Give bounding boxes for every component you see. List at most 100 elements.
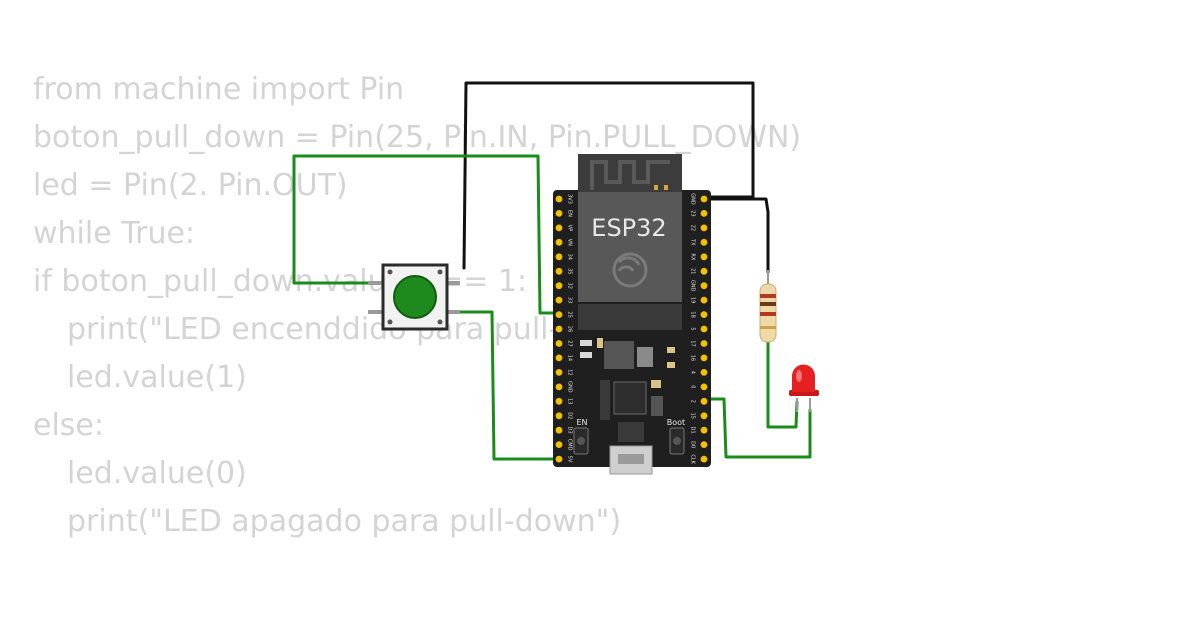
left-pin-pad <box>555 441 563 448</box>
left-pin-label: 27 <box>567 340 573 346</box>
right-pin-label: D0 <box>690 441 696 448</box>
code-line: boton_pull_down = Pin(25, Pin.IN, Pin.PU… <box>33 120 802 155</box>
right-pin-label: 0 <box>690 385 696 388</box>
right-pin-pad <box>700 325 708 333</box>
left-pin-label: 35 <box>567 268 573 274</box>
resistor-band-1 <box>760 294 776 298</box>
right-pin-label: 19 <box>690 297 696 303</box>
right-pin-pad <box>700 210 708 217</box>
wire-resistor-to-led <box>766 336 799 429</box>
left-pin-label: EN <box>567 210 573 217</box>
left-pin-pad <box>555 282 563 290</box>
left-pin-label: 13 <box>567 398 573 404</box>
code-listing: from machine import Pin boton_pull_down =… <box>33 66 801 546</box>
left-pin-pad <box>555 455 563 463</box>
resistor-band-4 <box>760 326 776 329</box>
wire-pin25-to-button <box>292 154 561 315</box>
left-pin-label: D3 <box>567 427 573 434</box>
left-pin-pad <box>555 354 563 362</box>
boot-button-label: Boot <box>667 418 685 427</box>
right-pin-pad <box>700 426 708 434</box>
left-pin-label: 34 <box>567 254 573 260</box>
right-pin-pad <box>700 441 708 448</box>
wire-button-to-5v <box>456 310 561 461</box>
button-cap[interactable] <box>393 275 437 319</box>
wire-gnd-to-resistor <box>702 197 770 274</box>
left-pin-label: VP <box>567 225 573 231</box>
right-pin-pad <box>700 253 708 261</box>
led-dome <box>792 364 815 392</box>
right-pin-pad <box>700 267 708 275</box>
left-pin-pad <box>555 238 563 246</box>
right-pin-label: GND <box>690 280 696 292</box>
resistor-band-2 <box>760 302 776 306</box>
right-pin-pad <box>700 383 708 391</box>
left-pin-pad <box>555 412 563 420</box>
code-line: print("LED apagado para pull-down") <box>67 504 622 539</box>
right-pin-pad <box>700 224 708 232</box>
right-pin-label: 17 <box>690 340 696 346</box>
left-pin-pad <box>555 397 563 405</box>
right-pin-pad <box>700 238 708 246</box>
right-pin-label: 5 <box>690 327 696 330</box>
red-led <box>789 364 819 412</box>
right-pin-label: RX <box>690 253 696 260</box>
left-pin-label: 3V3 <box>567 194 573 204</box>
left-pin-pad <box>555 340 563 347</box>
left-pin-pad <box>555 267 563 275</box>
left-pin-pad <box>555 383 563 391</box>
right-pin-pad <box>700 397 708 405</box>
usb-uart-chip <box>613 381 647 415</box>
left-pin-header: 3V3ENVPVN343532332526271412GND13D2D3CMD5… <box>555 194 573 463</box>
right-pin-pad <box>700 340 708 347</box>
right-pin-label: 23 <box>690 210 696 216</box>
wire-pin2-to-led <box>702 397 812 459</box>
code-line: led = Pin(2. Pin.OUT) <box>33 168 348 203</box>
board-name: ESP32 <box>591 214 666 242</box>
left-pin-label: 32 <box>567 283 573 289</box>
antenna-trace <box>590 160 670 190</box>
left-pin-pad <box>555 426 563 434</box>
espressif-logo <box>612 252 648 288</box>
right-pin-label: 2 <box>690 400 696 403</box>
code-line: led.value(1) <box>67 360 247 395</box>
right-pin-label: 21 <box>690 268 696 274</box>
code-line: while True: <box>33 216 196 251</box>
voltage-regulator <box>604 341 634 369</box>
code-line: from machine import Pin <box>33 72 405 107</box>
wifi-module-shield <box>578 192 682 302</box>
resistor <box>759 270 777 343</box>
right-pin-pad <box>700 195 708 203</box>
resistor-band-3 <box>760 312 776 316</box>
left-pin-label: 12 <box>567 369 573 375</box>
en-button-label: EN <box>576 418 587 427</box>
left-pin-label: 14 <box>567 355 573 361</box>
left-pin-label: CMD <box>567 439 573 451</box>
right-pin-pad <box>700 455 708 463</box>
right-pin-label: 4 <box>690 371 696 374</box>
left-pin-label: 25 <box>567 311 573 317</box>
right-pin-pad <box>700 282 708 290</box>
left-pin-pad <box>555 325 563 333</box>
right-pin-label: 15 <box>690 413 696 419</box>
right-pin-label: TX <box>690 238 696 246</box>
right-pin-pad <box>700 369 708 376</box>
left-pin-pad <box>555 210 563 217</box>
right-pin-label: GND <box>690 193 696 205</box>
left-pin-pad <box>555 253 563 261</box>
right-pin-label: 18 <box>690 311 696 317</box>
code-line: led.value(0) <box>67 456 247 491</box>
left-pin-label: 33 <box>567 297 573 303</box>
left-pin-pad <box>555 369 563 376</box>
code-line: else: <box>33 408 104 443</box>
left-pin-pad <box>555 296 563 304</box>
push-button[interactable] <box>368 263 460 331</box>
wire-3v3-to-button <box>462 81 755 270</box>
left-pin-pad <box>555 195 563 203</box>
right-pin-pad <box>700 296 708 304</box>
right-pin-pad <box>700 311 708 318</box>
left-pin-label: VN <box>567 239 573 246</box>
